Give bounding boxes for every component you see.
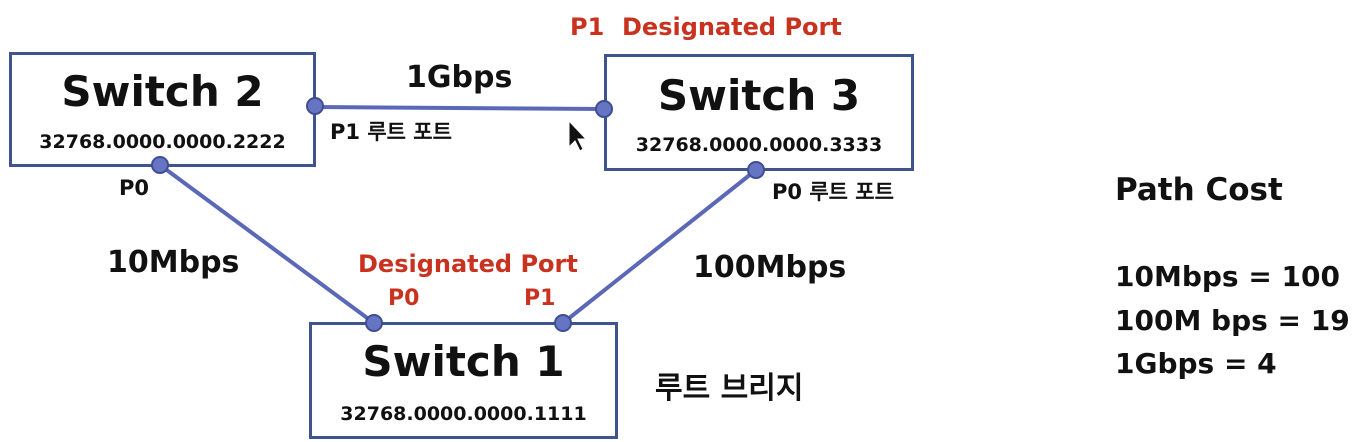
switch-2-title: Switch 2 <box>61 67 264 116</box>
link-s2-s1 <box>158 163 376 325</box>
switch-3-bridge-id: 32768.0000.0000.3333 <box>635 134 883 156</box>
s1-p0-label: P0 <box>388 286 420 311</box>
path-cost-title: Path Cost <box>1115 172 1283 208</box>
switch-1-bridge-id: 32768.0000.0000.1111 <box>340 403 587 425</box>
switch-3-title: Switch 3 <box>657 71 861 120</box>
path-cost-item: 1Gbps = 4 <box>1115 347 1277 380</box>
path-cost-item: 100M bps = 19 <box>1115 304 1350 337</box>
s3-p0-label: P0 루트 포트 <box>772 180 894 204</box>
s2-p0-label: P0 <box>119 176 150 200</box>
port-dot-s3-p0 <box>747 161 765 179</box>
port-dot-s3-p1 <box>595 100 613 118</box>
s1-p1-label: P1 <box>524 286 556 311</box>
link-s2-s1-speed: 10Mbps <box>107 245 240 280</box>
s3-p1-label: P1 <box>570 13 605 41</box>
s2-p1-label: P1 루트 포트 <box>330 120 452 144</box>
port-dot-s1-p1 <box>554 314 572 332</box>
switch-3-box: Switch 3 32768.0000.0000.3333 <box>604 54 914 171</box>
port-dot-s2-p0 <box>151 156 169 174</box>
switch-1-box: Switch 1 32768.0000.0000.1111 <box>309 322 618 439</box>
port-dot-s2-p1 <box>306 97 324 115</box>
switch-2-bridge-id: 32768.0000.0000.2222 <box>39 131 286 153</box>
port-dot-s1-p0 <box>365 314 383 332</box>
s1-role-label: Designated Port <box>358 250 578 278</box>
root-bridge-label: 루트 브리지 <box>655 371 804 406</box>
link-s2-s3 <box>314 105 605 111</box>
switch-2-box: Switch 2 32768.0000.0000.2222 <box>9 52 316 167</box>
path-cost-item: 10Mbps = 100 <box>1115 260 1340 293</box>
link-s3-s1-speed: 100Mbps <box>693 250 847 285</box>
s3-p1-role-label: Designated Port <box>622 13 842 41</box>
link-s3-s1 <box>561 168 758 325</box>
mouse-cursor-icon <box>568 119 588 152</box>
link-s2-s3-speed: 1Gbps <box>406 60 513 95</box>
switch-1-title: Switch 1 <box>362 337 565 386</box>
